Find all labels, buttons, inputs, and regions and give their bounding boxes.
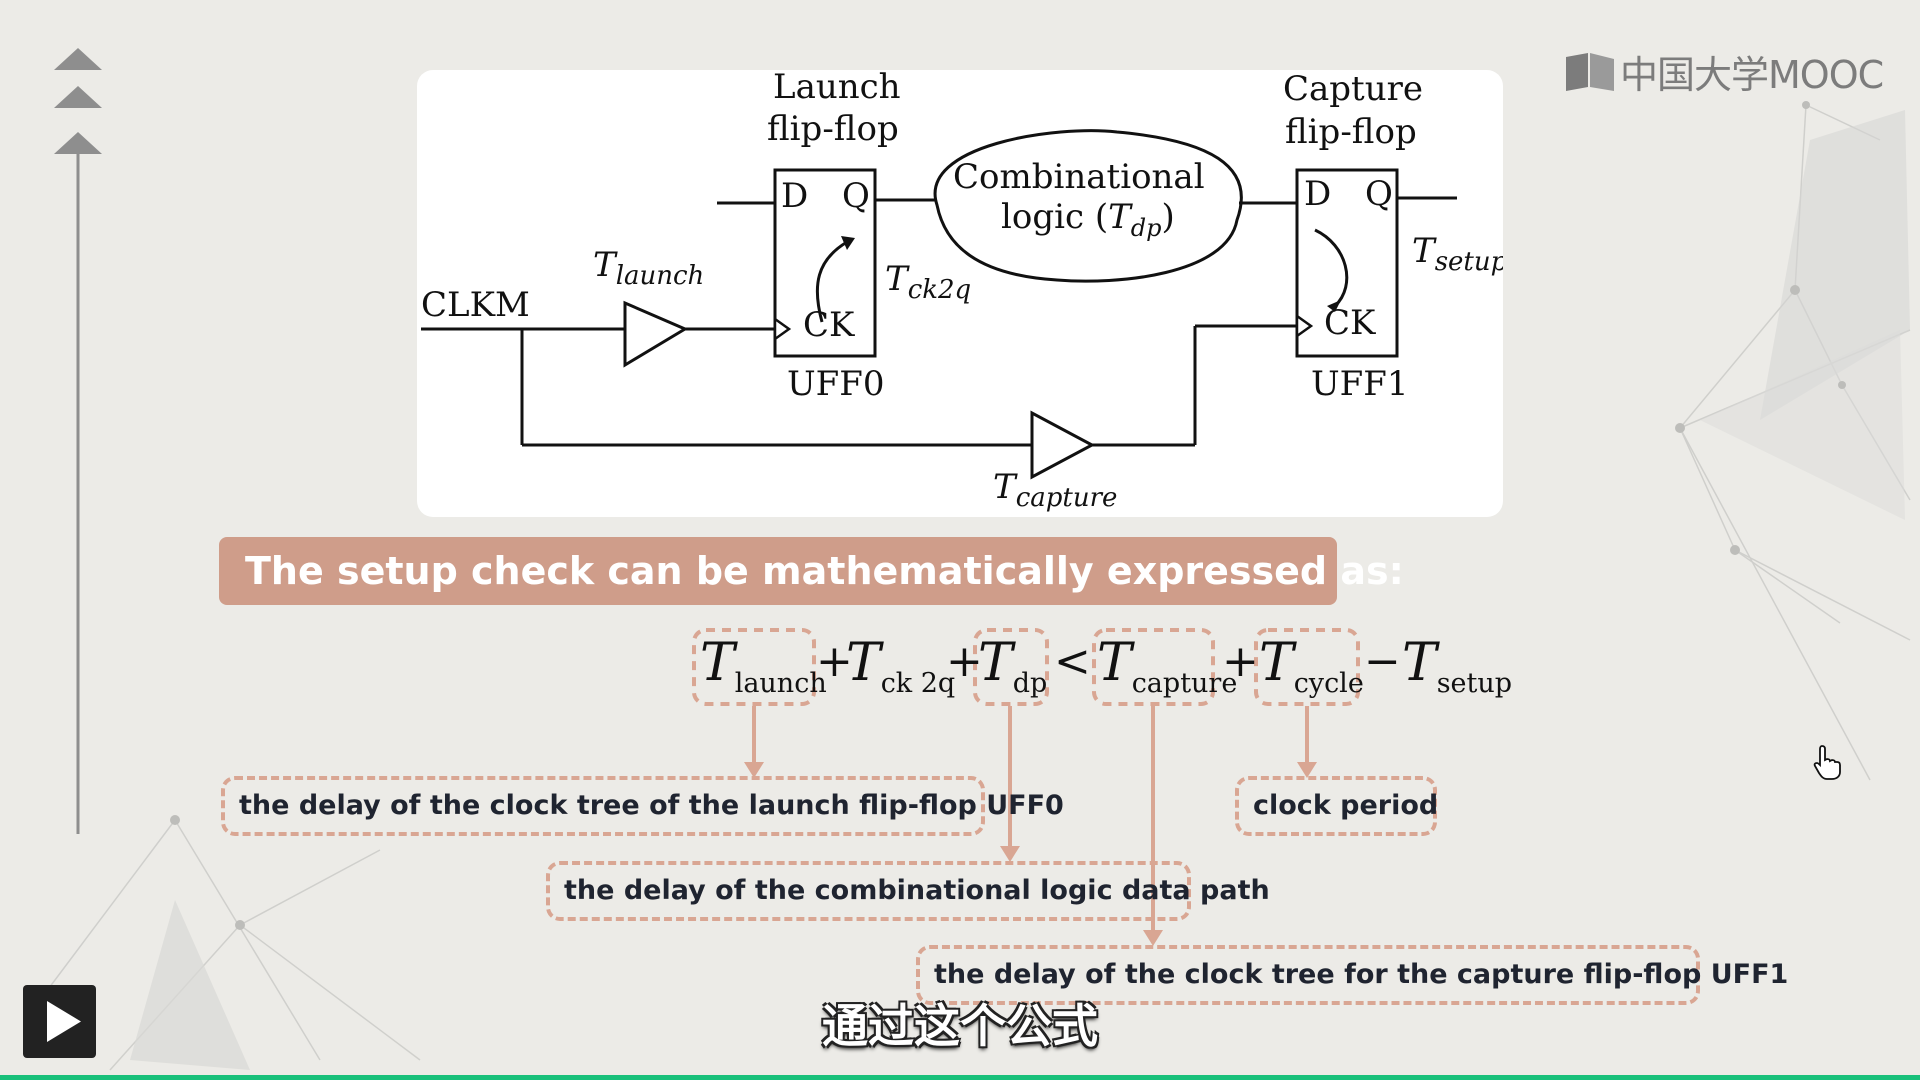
setup-check-banner: The setup check can be mathematically ex…: [219, 537, 1404, 605]
callout-clock-period: clock period: [1235, 776, 1438, 836]
highlight-t-capture: [1092, 628, 1215, 706]
launch-clock-buffer: [623, 300, 689, 368]
play-button[interactable]: [23, 985, 96, 1058]
highlight-t-dp: [973, 628, 1049, 706]
launch-flop-name: UFF0: [787, 364, 884, 404]
capture-pin-ck: CK: [1324, 303, 1376, 343]
capture-clock-buffer: [1030, 410, 1096, 480]
t-setup-label: Tsetup: [1412, 231, 1503, 277]
formula-minus: −: [1364, 636, 1401, 687]
launch-flop-title-line2: flip-flop: [767, 109, 899, 149]
t-launch-label: Tlaunch: [593, 245, 704, 291]
t-ck2q-label: Tck2q: [885, 259, 971, 305]
highlight-t-cycle: [1254, 628, 1360, 706]
formula-plus-2: +: [946, 636, 983, 687]
launch-pin-d: D: [781, 176, 808, 216]
clock-name: CLKM: [421, 285, 530, 325]
formula-t-dp: Tdp: [978, 633, 1047, 699]
capture-flip-flop-box: [1295, 168, 1399, 358]
capture-flop-title-line2: flip-flop: [1285, 112, 1417, 152]
comb-logic-line2: logic (Tdp): [1001, 197, 1175, 242]
t-capture-label: Tcapture: [993, 467, 1117, 513]
highlight-t-launch: [692, 628, 816, 706]
side-navigation-decoration: [54, 48, 102, 834]
callout-data-path-delay: the delay of the combinational logic dat…: [546, 861, 1270, 921]
formula-plus-1: +: [816, 636, 853, 687]
hand-pointer-cursor-icon: [1813, 745, 1841, 780]
combinational-logic-cloud: [933, 129, 1243, 283]
formula-plus-3: +: [1222, 636, 1259, 687]
formula-t-cycle: Tcycle: [1259, 633, 1364, 699]
brand-logo: 中国大学MOOC: [1564, 44, 1884, 99]
formula-t-capture: Tcapture: [1097, 633, 1237, 699]
capture-pin-d: D: [1304, 174, 1331, 214]
formula-t-launch: Tlaunch: [700, 633, 827, 699]
formula-t-setup: Tsetup: [1402, 633, 1512, 699]
capture-flop-name: UFF1: [1311, 364, 1408, 404]
brand-name: 中国大学MOOC: [1620, 53, 1884, 97]
callout-launch-delay: the delay of the clock tree of the launc…: [221, 776, 1064, 836]
setup-timing-circuit-diagram: Launch flip-flop Capture flip-flop D Q C…: [421, 70, 1503, 513]
formula-less-than: <: [1054, 636, 1091, 687]
callout-capture-delay: the delay of the clock tree for the capt…: [916, 945, 1788, 1005]
capture-flop-title-line1: Capture: [1283, 70, 1423, 109]
video-subtitle: 通过这个公式: [822, 999, 1098, 1053]
circuit-diagram-card: Launch flip-flop Capture flip-flop D Q C…: [417, 70, 1503, 517]
comb-logic-line1: Combinational: [953, 157, 1205, 197]
book-logo-icon: [1566, 52, 1614, 91]
launch-pin-ck: CK: [803, 305, 855, 345]
video-progress-bar[interactable]: [0, 1075, 1920, 1080]
launch-flip-flop-box: [773, 168, 877, 358]
launch-pin-q: Q: [842, 176, 870, 216]
video-progress-fill: [0, 1075, 1920, 1080]
capture-pin-q: Q: [1365, 174, 1393, 214]
formula-t-ck2q: Tck 2q: [846, 633, 955, 699]
play-icon: [47, 1001, 81, 1042]
launch-flop-title-line1: Launch: [773, 70, 901, 107]
